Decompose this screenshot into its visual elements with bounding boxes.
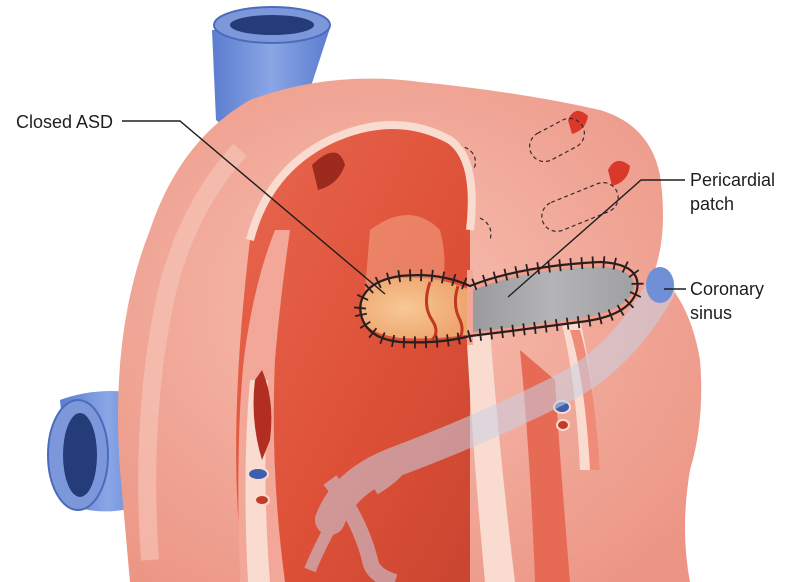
suture-stitch [436,336,437,348]
suture-stitch [432,270,433,282]
closed-asd [362,278,470,339]
suture-stitch [354,307,366,308]
suture-stitch [603,256,604,268]
coronary-label-line1: Coronary [690,279,764,299]
coronary-sinus-ostium [646,267,674,303]
coronary-label-line2: sinus [690,303,732,323]
suture-stitch [581,257,582,269]
suture-stitch [570,258,571,270]
suture-stitch [593,256,594,268]
closed-asd-label: Closed ASD [16,112,113,132]
pericardial-label-line2: patch [690,194,734,214]
pericardial-label-line1: Pericardial [690,170,775,190]
